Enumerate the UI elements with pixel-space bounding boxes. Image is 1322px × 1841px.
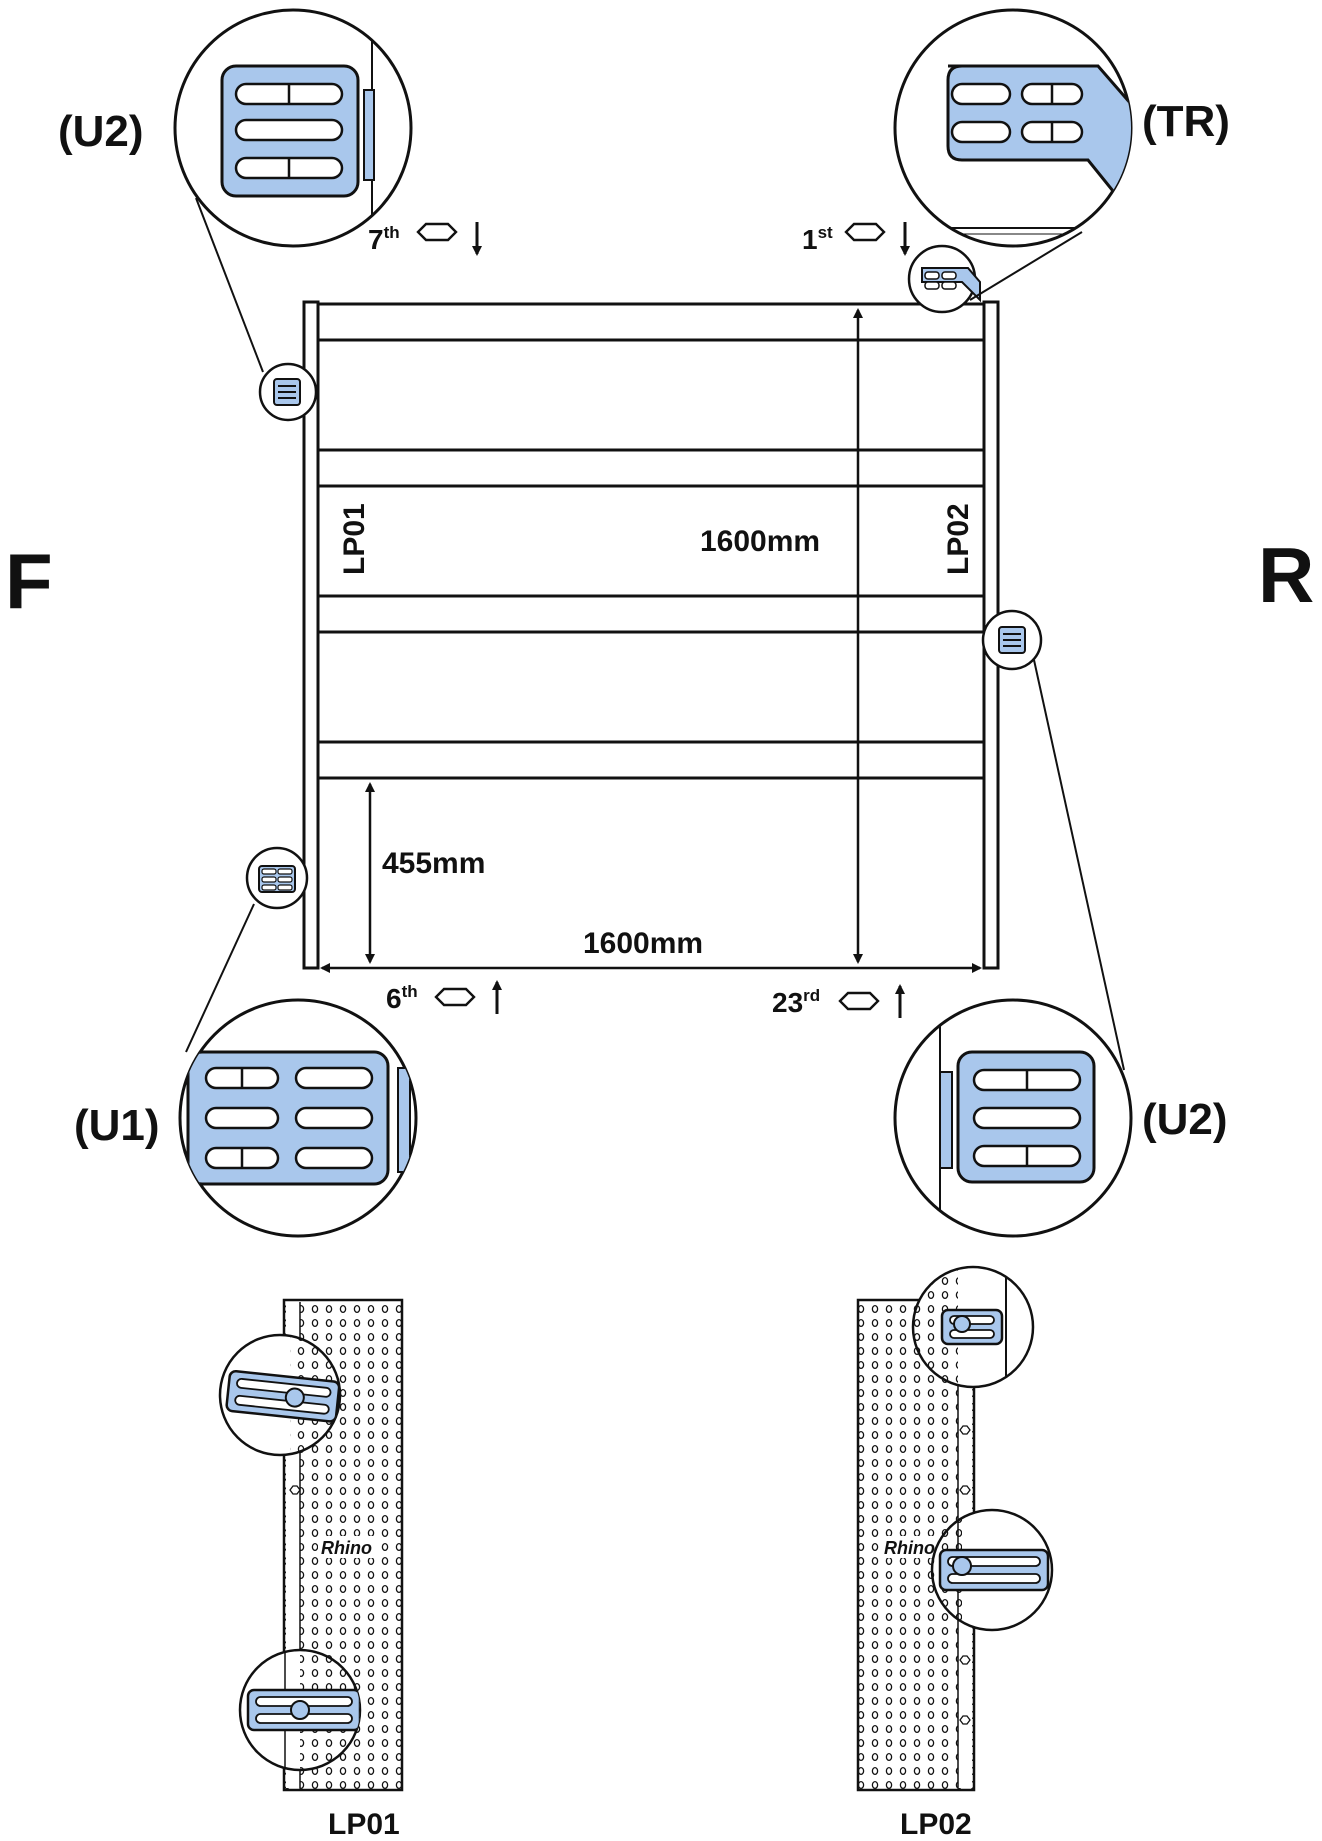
leader-line [185,903,255,1053]
hole-indicator-bottom-left: 6th [386,980,502,1014]
panel-label-lp01: LP01 [328,1808,400,1841]
detail-tr-top-right [893,8,1133,248]
locator-right-middle [981,609,1043,671]
callout-label-top-right: (TR) [1142,97,1230,146]
leader-line [1033,659,1125,1071]
hole-suffix: rd [803,986,820,1005]
callout-label-bottom-right: (U2) [1142,1095,1228,1144]
hole-suffix: th [402,982,418,1001]
front-label: F [5,537,53,625]
perforated-panel-lp01: Rhino [218,1298,404,1792]
locator-top-right [907,244,981,314]
callout-label-top-left: (U2) [58,107,144,156]
keyhole-icon [838,991,880,1011]
keyhole-icon [434,987,476,1007]
leader-line [195,197,264,373]
width-dimension-label: 1600mm [583,927,703,960]
hole-number: 7 [368,224,384,255]
panel-label-lp02: LP02 [900,1808,972,1841]
leader-lines [185,197,1125,1071]
keyhole-icon [416,222,458,242]
detail-u1-bottom-left [178,998,418,1238]
hole-number: 1 [802,224,818,255]
hole-indicator-top-right: 1st [802,222,910,256]
hole-number: 23 [772,987,803,1018]
hole-indicator-bottom-right: 23rd [772,984,905,1018]
perforated-panel-lp02: Rhino [856,1265,1054,1792]
locator-bottom-left [245,846,309,910]
keyhole-icon [844,222,886,242]
frame-left-panel-label: LP01 [338,503,371,575]
rear-label: R [1258,531,1314,619]
detail-u2-top-left [173,8,413,248]
gap-dimension-label: 455mm [382,847,485,880]
callout-label-bottom-left: (U1) [74,1101,160,1150]
frame-right-panel-label: LP02 [942,503,975,575]
locator-top-left [258,362,318,422]
hole-number: 6 [386,983,402,1014]
left-upright [302,300,320,970]
svg-text:7th: 7th [368,223,400,255]
leader-line [969,231,1083,301]
panel-logo-right: Rhino [884,1538,935,1558]
svg-text:1st: 1st [802,223,833,255]
panel-logo-left: Rhino [321,1538,372,1558]
hole-suffix: th [384,223,400,242]
svg-text:6th: 6th [386,982,418,1014]
svg-text:23rd: 23rd [772,986,820,1018]
height-dimension-label: 1600mm [700,525,820,558]
detail-u2-bottom-right [893,998,1133,1238]
hole-indicator-top-left: 7th [368,222,482,256]
hole-suffix: st [818,223,833,242]
